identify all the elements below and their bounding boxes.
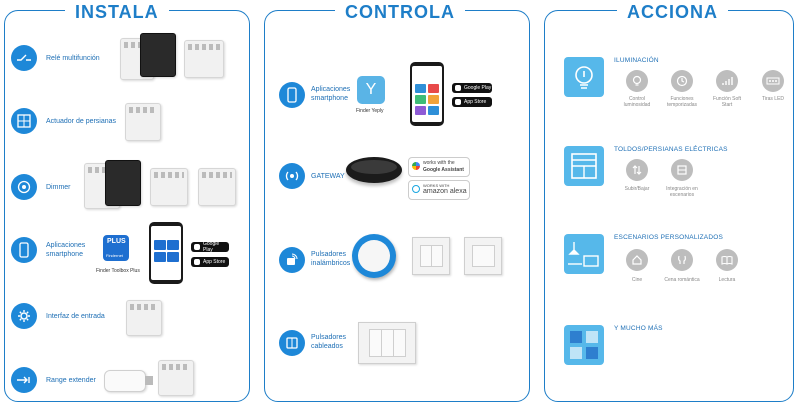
lighting-section-icon — [564, 57, 604, 97]
integracion-escenarios-label: Integración en escenarios — [666, 186, 698, 198]
subir-bajar-label: Subir/Bajar — [624, 186, 650, 192]
input-interface-label: Interfaz de entrada — [46, 313, 105, 320]
dinner-icon — [671, 249, 693, 271]
acciona-title: ACCIONA — [617, 2, 728, 22]
blinds-icon — [11, 108, 37, 134]
instala-phone — [149, 222, 183, 284]
controla-apps-label: Aplicaciones smartphone — [311, 86, 351, 102]
gateway-device — [346, 157, 402, 183]
instala-title: INSTALA — [65, 2, 169, 22]
wired-switch-plate — [358, 322, 416, 364]
control-luminosidad-label: Control luminosidad — [623, 96, 651, 108]
dimmer-device-module-1 — [150, 168, 188, 206]
controla-phone — [410, 62, 444, 126]
smartphone-icon — [11, 237, 37, 263]
cine-label: Cine — [631, 277, 643, 283]
wireless-wall-switch-double — [412, 237, 450, 275]
dimmer-device-black — [105, 160, 141, 206]
cena-romantica-label: Cena romántica — [664, 277, 700, 283]
tiras-led-label: Tiras LED — [761, 96, 785, 102]
more-section-icon — [564, 325, 604, 365]
blinds-label: Actuador de persianas — [46, 118, 117, 125]
finder-yeply-app-name: Finder Yeply — [356, 108, 384, 114]
wireless-wall-switch-single — [464, 237, 502, 275]
range-extender-label: Range extender — [46, 377, 96, 384]
input-interface-device — [126, 300, 162, 336]
led-strip-icon — [762, 70, 784, 92]
acciona-panel: ACCIONA — [544, 2, 794, 402]
finder-toolbox-app-name: Finder Toolbox Plus — [96, 268, 140, 274]
wireless-button-icon — [279, 247, 305, 273]
instala-app-store-badge[interactable]: App Store — [191, 257, 229, 267]
up-down-icon — [626, 159, 648, 181]
gateway-icon — [279, 163, 305, 189]
controla-panel: CONTROLA — [264, 2, 530, 402]
instala-google-play-badge[interactable]: Google Play — [191, 241, 229, 253]
blinds-section-title: TOLDOS/PERSIANAS ELÉCTRICAS — [614, 146, 728, 153]
blinds-device — [125, 103, 161, 141]
dimmer-icon — [11, 174, 37, 200]
controla-title: CONTROLA — [335, 2, 465, 22]
blinds-section-icon — [564, 146, 604, 186]
finder-yeply-app-icon[interactable]: Y — [357, 76, 385, 104]
lighting-section-title: ILUMINACIÓN — [614, 57, 659, 64]
wired-buttons-label: Pulsadores cableados — [311, 334, 347, 350]
relay-device-black — [140, 33, 176, 77]
scenarios-section-title: ESCENARIOS PERSONALIZADOS — [614, 234, 724, 241]
relay-device-module — [184, 40, 224, 78]
range-extender-usb — [104, 370, 153, 392]
wireless-buttons-label: Pulsadores inalámbricos — [311, 251, 351, 267]
google-assistant-badge: works with the Google Assistant — [408, 157, 470, 177]
relay-label: Relé multifunción — [46, 55, 100, 62]
range-extender-module — [158, 360, 194, 396]
soft-start-icon — [716, 70, 738, 92]
wireless-round-button — [352, 234, 396, 278]
timer-bulb-icon — [671, 70, 693, 92]
scenario-integration-icon — [671, 159, 693, 181]
controla-smartphone-icon — [279, 82, 305, 108]
wired-button-icon — [279, 330, 305, 356]
range-extender-icon — [11, 367, 37, 393]
dimmer-device-module-2 — [198, 168, 236, 206]
soft-start-label: Función Soft Start — [712, 96, 742, 108]
controla-google-play-badge[interactable]: Google Play — [452, 83, 492, 93]
relay-icon — [11, 45, 37, 71]
finder-toolbox-app-icon[interactable]: PLUS Findernet — [103, 235, 129, 261]
lectura-label: Lectura — [718, 277, 736, 283]
funciones-temporizadas-label: Funciones temporizadas — [666, 96, 697, 108]
scenarios-section-icon — [564, 234, 604, 274]
gateway-label: GATEWAY — [311, 173, 345, 180]
input-interface-icon — [11, 303, 37, 329]
instala-apps-label: Aplicaciones smartphone — [46, 242, 86, 258]
bulb-icon — [626, 70, 648, 92]
dimmer-label: Dimmer — [46, 184, 71, 191]
controla-app-store-badge[interactable]: App Store — [452, 97, 492, 107]
more-section-title: Y MUCHO MÁS — [614, 325, 663, 332]
cinema-icon — [626, 249, 648, 271]
instala-panel: INSTALA — [4, 2, 250, 402]
amazon-alexa-badge: WORKS WITH amazon alexa — [408, 180, 470, 200]
reading-icon — [716, 249, 738, 271]
